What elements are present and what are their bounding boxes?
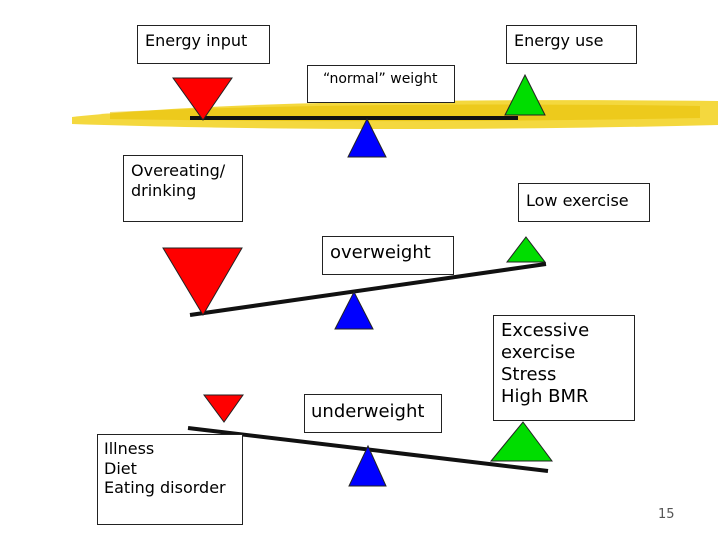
excessive-exercise-label: Excessive exercise Stress High BMR: [493, 315, 635, 421]
input-triangle-normal: [172, 77, 233, 121]
use-triangle-overweight: [505, 236, 547, 263]
illness-label: Illness Diet Eating disorder: [97, 434, 243, 525]
beam-overweight: [189, 262, 547, 317]
input-triangle-overweight: [162, 247, 243, 316]
fulcrum-normal: [347, 117, 387, 158]
normal-weight-label: “normal” weight: [307, 65, 455, 103]
fulcrum-underweight: [348, 444, 387, 487]
overweight-label: overweight: [322, 236, 454, 275]
energy-use-label: Energy use: [506, 25, 637, 64]
input-triangle-underweight: [203, 394, 244, 423]
use-triangle-underweight: [489, 421, 553, 462]
underweight-label: underweight: [304, 394, 442, 433]
page-number: 15: [658, 507, 675, 522]
use-triangle-normal: [504, 73, 546, 116]
low-exercise-label: Low exercise: [518, 183, 650, 222]
energy-input-label: Energy input: [137, 25, 270, 64]
overeating-label: Overeating/ drinking: [123, 155, 243, 222]
fulcrum-overweight: [334, 290, 374, 330]
